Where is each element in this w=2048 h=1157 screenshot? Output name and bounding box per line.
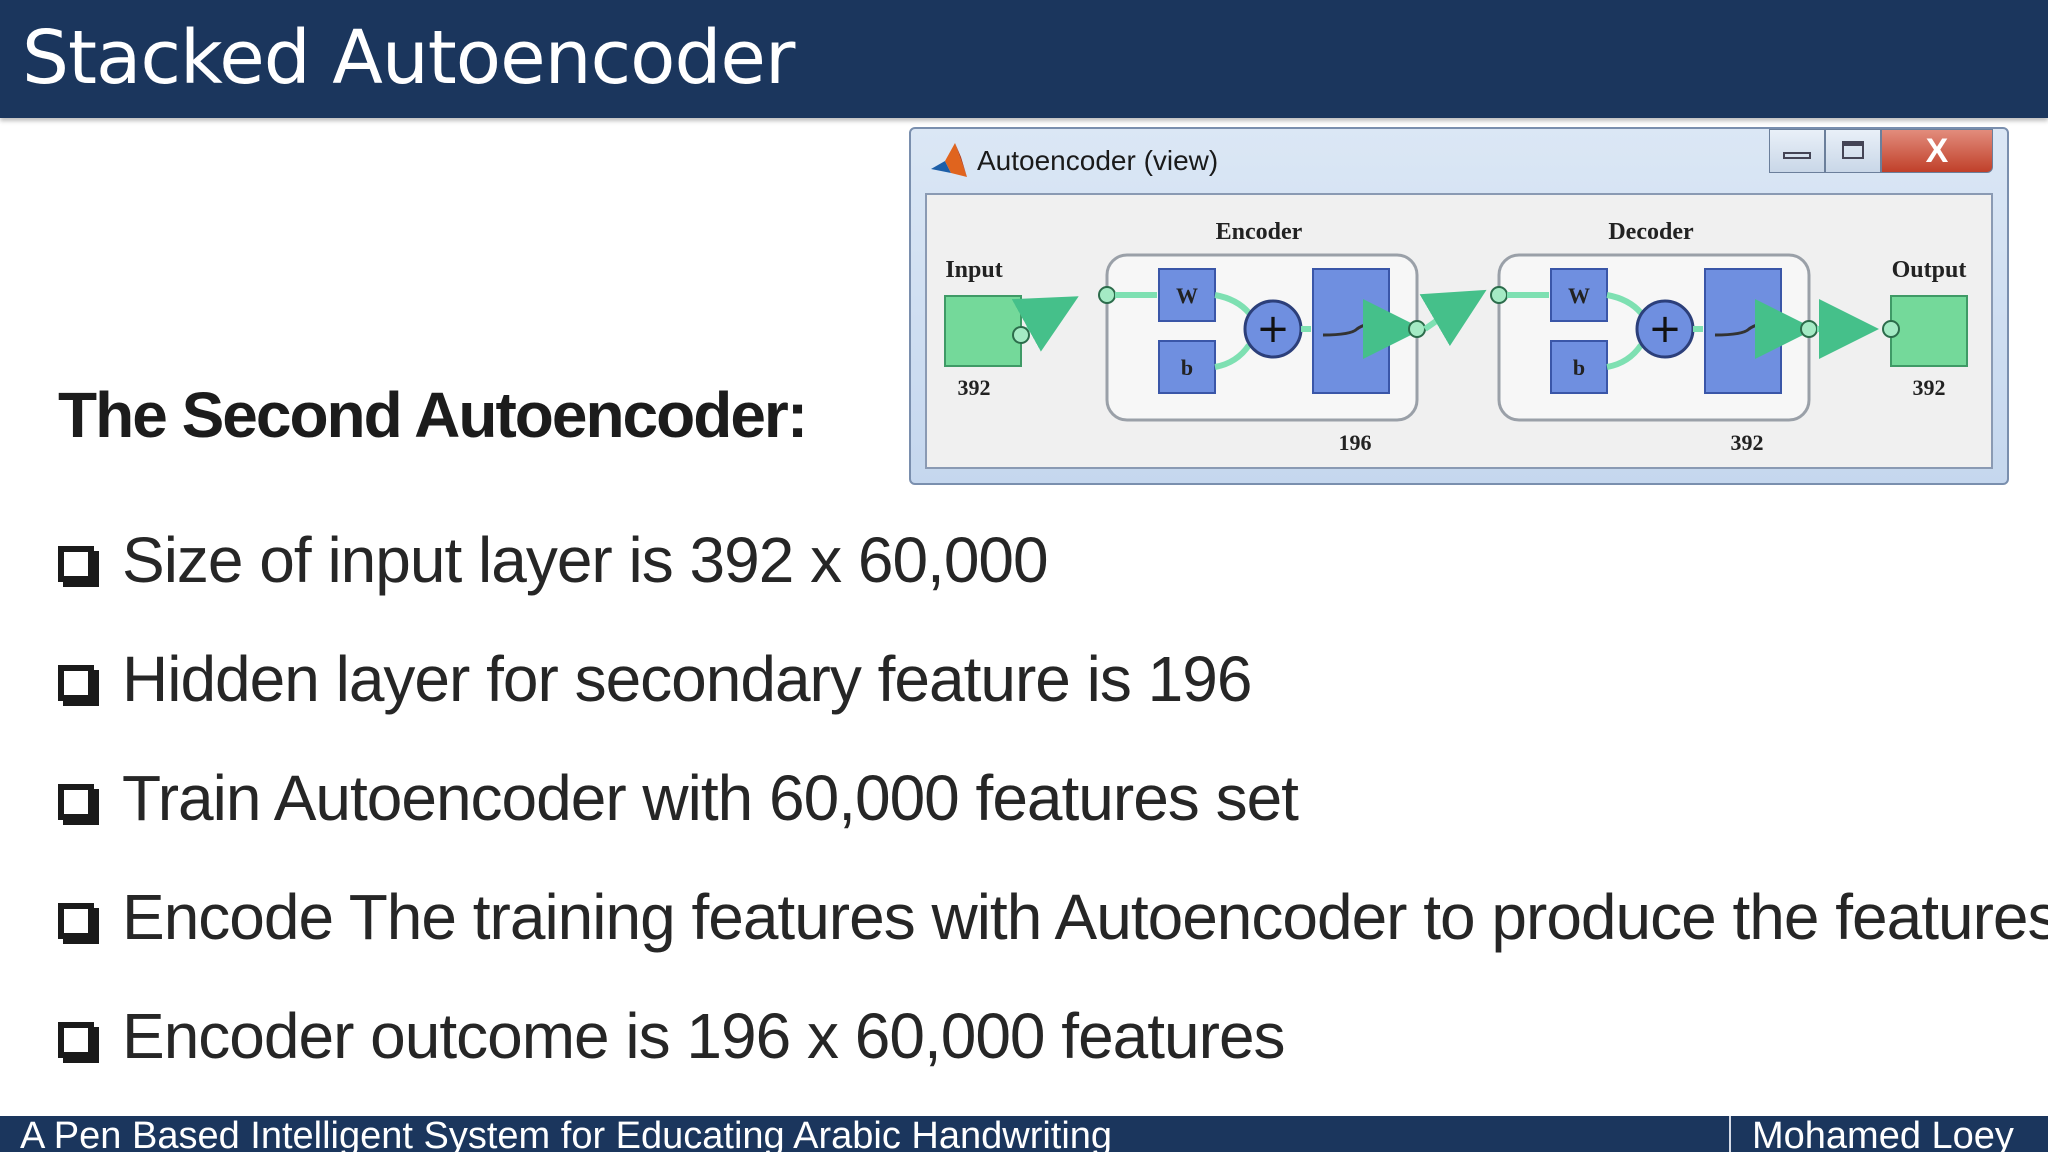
output-block (1890, 295, 1968, 367)
close-icon: X (1925, 131, 1949, 170)
encoder-sum-symbol: + (1256, 306, 1290, 352)
section-subtitle: The Second Autoencoder: (58, 379, 808, 451)
input-size: 392 (958, 375, 991, 400)
decoder-label: Decoder (1608, 219, 1694, 245)
matlab-logo-icon (931, 143, 967, 177)
autoencoder-view-window: Autoencoder (view) X Input 392 Encod (909, 127, 2009, 485)
decoder-weight-block (1550, 268, 1608, 322)
bullet-item: Train Autoencoder with 60,000 features s… (58, 738, 2018, 857)
input-block (944, 295, 1022, 367)
slide-title: Stacked Autoencoder (22, 15, 795, 101)
bullet-list: Size of input layer is 392 x 60,000 Hidd… (58, 500, 2048, 1095)
decoder-weight-label: W (1568, 283, 1590, 308)
maximize-button[interactable] (1825, 129, 1881, 173)
bullet-item: Size of input layer is 392 x 60,000 (58, 500, 2018, 619)
footer-project-title: A Pen Based Intelligent System for Educa… (20, 1115, 1113, 1157)
bullet-item: Encoder outcome is 196 x 60,000 features (58, 976, 2018, 1095)
encoder-label: Encoder (1216, 219, 1303, 245)
bullet-item: Hidden layer for secondary feature is 19… (58, 619, 2018, 738)
close-button[interactable]: X (1881, 129, 1993, 173)
encoder-bias-label: b (1181, 355, 1193, 380)
bullet-text: Encoder outcome is 196 x 60,000 features (122, 999, 1286, 1072)
decoder-sum-symbol: + (1648, 306, 1682, 352)
checkbox-bullet-icon (58, 1021, 94, 1058)
autoencoder-diagram: Input 392 Encoder W b + 196 (944, 219, 1968, 455)
bullet-text: Encode The training features with Autoen… (122, 880, 2048, 953)
encoder-bias-block (1158, 340, 1216, 394)
bullet-text: Hidden layer for secondary feature is 19… (122, 642, 1252, 715)
decoder-size: 392 (1731, 430, 1764, 455)
decoder-bias-block (1550, 340, 1608, 394)
bullet-text: Size of input layer is 392 x 60,000 (122, 523, 1049, 596)
title-bar: Stacked Autoencoder (0, 0, 2048, 118)
encoder-size: 196 (1339, 430, 1372, 455)
encoder-weight-label: W (1176, 283, 1198, 308)
output-size: 392 (1913, 375, 1946, 400)
footer-bar: A Pen Based Intelligent System for Educa… (0, 1116, 2048, 1156)
minimize-icon (1783, 152, 1811, 159)
checkbox-bullet-icon (58, 783, 94, 820)
minimize-button[interactable] (1769, 129, 1825, 173)
bullet-item: Encode The training features with Autoen… (58, 857, 2048, 976)
checkbox-bullet-icon (58, 902, 94, 939)
window-title: Autoencoder (view) (977, 145, 1219, 176)
input-label: Input (945, 257, 1002, 283)
checkbox-bullet-icon (58, 545, 94, 582)
maximize-icon (1842, 141, 1864, 159)
output-label: Output (1892, 257, 1967, 283)
checkbox-bullet-icon (58, 664, 94, 701)
window-controls: X (1769, 129, 1993, 173)
encoder-weight-block (1158, 268, 1216, 322)
decoder-bias-label: b (1573, 355, 1585, 380)
footer-divider (1729, 1116, 1731, 1152)
bullet-text: Train Autoencoder with 60,000 features s… (122, 761, 1299, 834)
footer-author: Mohamed Loey (1752, 1115, 2014, 1157)
diagram-panel: Input 392 Encoder W b + 196 (925, 193, 1993, 469)
